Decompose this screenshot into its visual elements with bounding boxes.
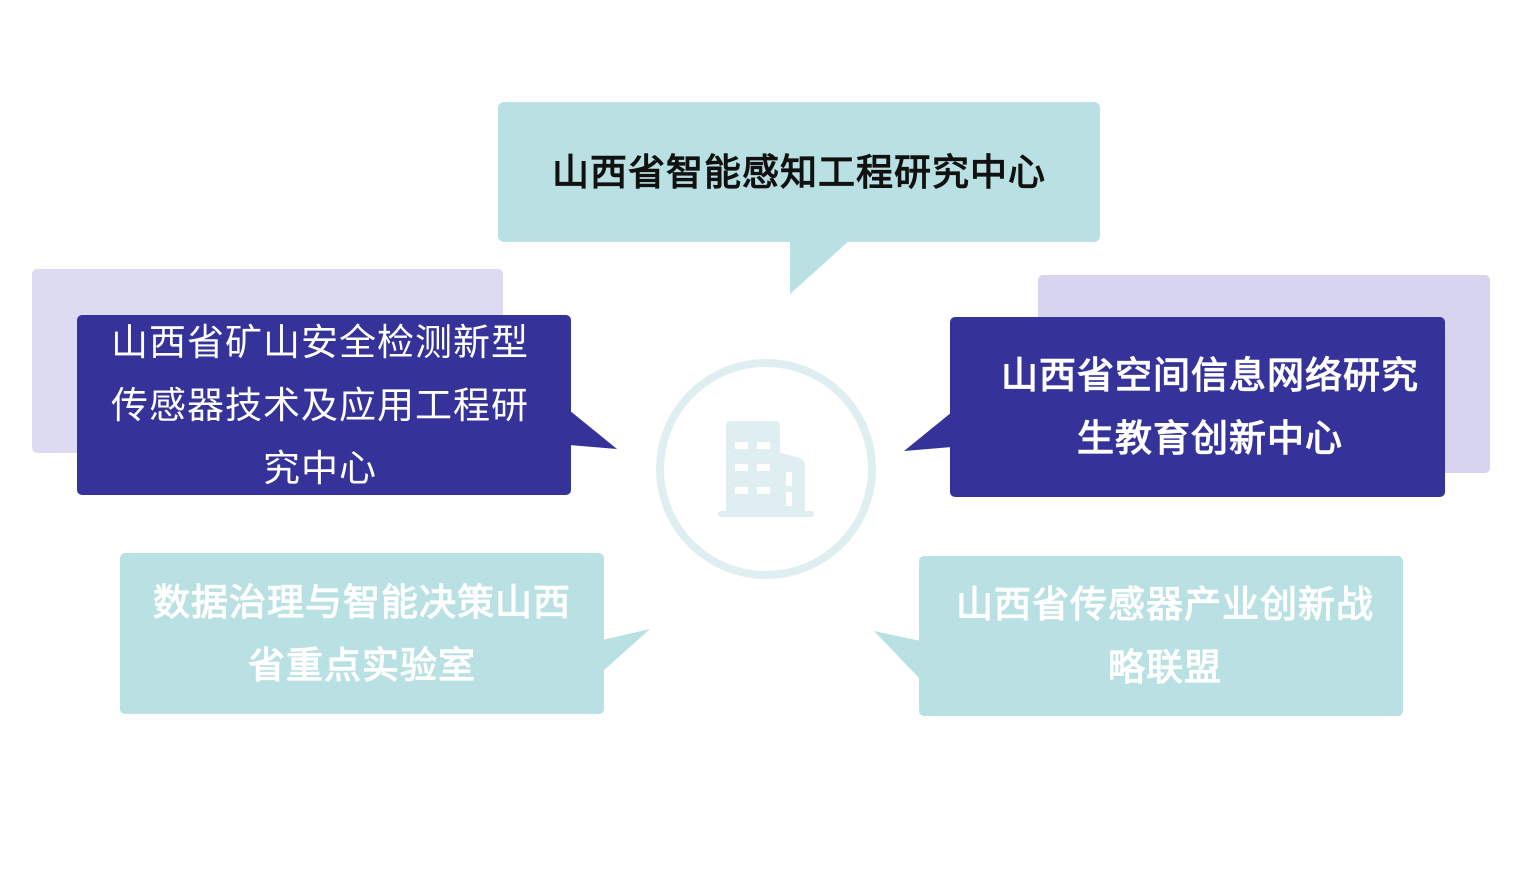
center-circle	[656, 359, 876, 579]
node-bottom-left-label: 数据治理与智能决策山西省重点实验室	[153, 580, 571, 687]
node-right-label: 山西省空间信息网络研究生教育创新中心	[1001, 354, 1419, 460]
node-top-label: 山西省智能感知工程研究中心	[552, 150, 1046, 194]
bottom-left-bubble	[120, 553, 650, 714]
right-bubble	[904, 317, 1445, 497]
building-icon	[718, 421, 814, 517]
node-left-label: 山西省矿山安全检测新型传感器技术及应用工程研究中心	[111, 320, 529, 490]
bottom-right-bubble	[874, 556, 1403, 716]
node-bottom-right-label: 山西省传感器产业创新战略联盟	[956, 583, 1374, 689]
left-bubble	[77, 315, 617, 495]
top-bubble	[498, 102, 1100, 294]
